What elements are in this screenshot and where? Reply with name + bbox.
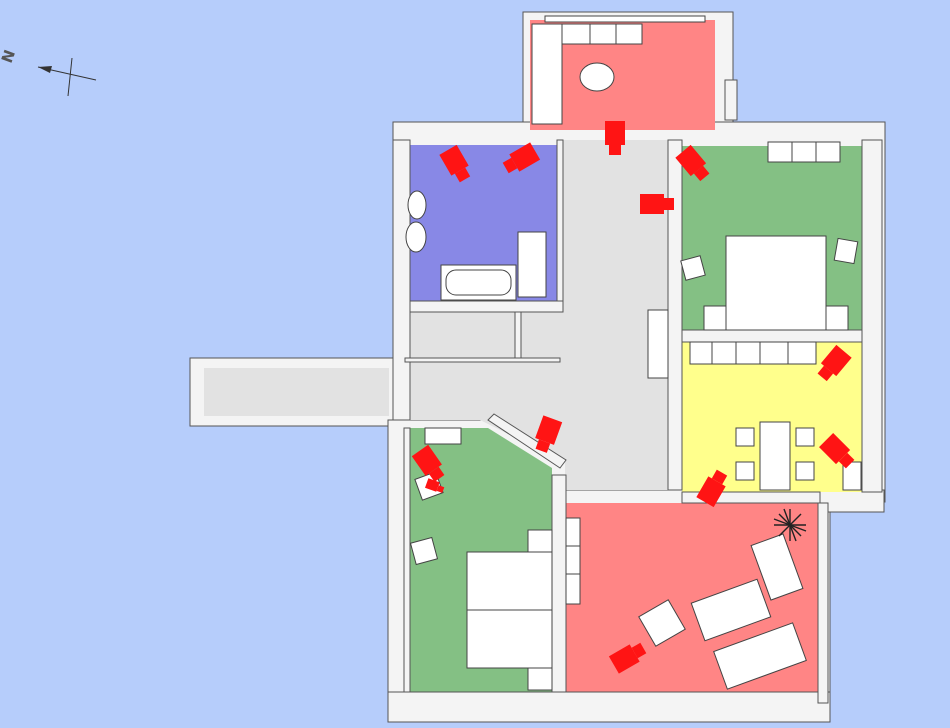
camera-5[interactable]	[640, 194, 674, 214]
room-hallway[interactable]	[405, 140, 668, 490]
interior-walls	[387, 139, 883, 723]
camera-3[interactable]	[501, 142, 541, 176]
camera-4[interactable]	[675, 144, 712, 184]
furniture	[405, 15, 862, 691]
compass-label: N	[0, 47, 19, 65]
camera-7[interactable]	[532, 415, 563, 454]
compass: N	[0, 47, 97, 97]
camera-6[interactable]	[814, 344, 852, 384]
camera-12[interactable]	[424, 478, 445, 494]
camera-8[interactable]	[411, 444, 448, 484]
room-corridor[interactable]	[204, 368, 389, 416]
camera-11[interactable]	[608, 639, 648, 674]
camera-1[interactable]	[605, 121, 625, 155]
camera-9[interactable]	[819, 433, 857, 471]
camera-10[interactable]	[696, 468, 730, 508]
camera-2[interactable]	[439, 144, 473, 184]
cameras	[411, 121, 857, 674]
